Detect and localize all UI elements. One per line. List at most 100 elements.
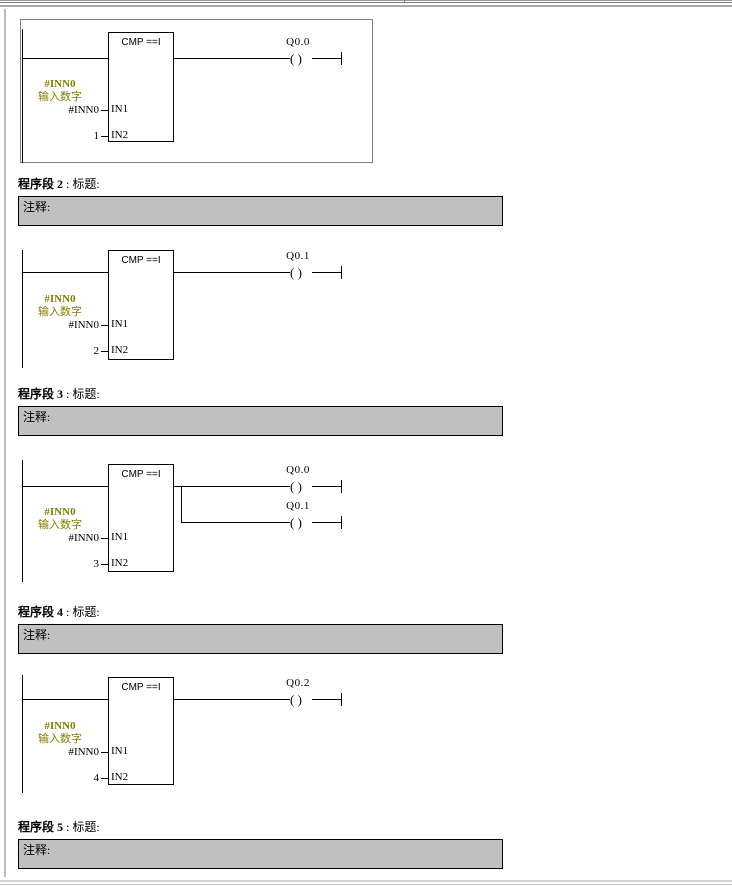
symbol-comment-line2: 输入数字	[38, 733, 82, 745]
network-4-comment-text: 注释:	[23, 628, 51, 642]
symbol-comment: #INN0 输入数字	[20, 506, 100, 532]
coil-address-q00[interactable]: Q0.0	[286, 464, 310, 476]
coil-address-q02[interactable]: Q0.2	[286, 677, 310, 689]
operand-in1[interactable]: #INN0	[68, 319, 99, 331]
coil-glyph-2[interactable]: ( )	[290, 515, 302, 530]
coil-glyph[interactable]: ( )	[290, 51, 302, 66]
network-3-title-text: : 标题:	[66, 387, 100, 401]
cmp-block[interactable]: CMP ==I	[108, 250, 174, 360]
power-rail	[22, 29, 23, 163]
symbol-comment: #INN0 输入数字	[20, 293, 100, 319]
cmp-block[interactable]: CMP ==I	[108, 32, 174, 142]
coil-glyph-1[interactable]: ( )	[290, 479, 302, 494]
coil-address-q01[interactable]: Q0.1	[286, 500, 310, 512]
rung-wire-after-coil-1	[312, 486, 341, 487]
coil-address-q01[interactable]: Q0.1	[286, 250, 310, 262]
symbol-comment-line1: #INN0	[44, 506, 76, 518]
rung-right-terminator-1	[341, 480, 342, 493]
symbol-comment-line2: 输入数字	[38, 306, 82, 318]
cmp-block-label: CMP ==I	[121, 255, 161, 266]
page-bottom-border-inner	[0, 884, 732, 885]
pin-stub-in1	[101, 752, 108, 753]
network-2-comment-bar[interactable]: 注释:	[18, 196, 503, 226]
network-3-comment-bar[interactable]: 注释:	[18, 406, 503, 436]
cmp-block[interactable]: CMP ==I	[108, 464, 174, 572]
operand-in1[interactable]: #INN0	[68, 532, 99, 544]
cmp-pin-in1: IN1	[111, 745, 129, 757]
rung-wire-after-coil	[312, 58, 341, 59]
cmp-block[interactable]: CMP ==I	[108, 677, 174, 785]
branch-vertical	[181, 486, 182, 522]
rung-wire-in	[22, 58, 108, 59]
toolbar-divider-top	[0, 0, 732, 1]
network-2-comment-text: 注释:	[23, 200, 51, 214]
rung-right-terminator	[341, 266, 342, 279]
rung-wire-after-coil-2	[312, 522, 341, 523]
network-2-prefix: 程序段	[18, 177, 55, 191]
rung-right-terminator	[341, 52, 342, 65]
page-bottom-border	[0, 880, 732, 882]
operand-in1[interactable]: #INN0	[68, 104, 99, 116]
cmp-pin-in1: IN1	[111, 318, 129, 330]
operand-in2[interactable]: 2	[93, 345, 100, 357]
operand-in2[interactable]: 4	[93, 772, 100, 784]
pin-stub-in2	[101, 778, 108, 779]
rung-wire-out-2	[181, 522, 290, 523]
rung-wire-out-1	[174, 486, 290, 487]
network-4-comment-bar[interactable]: 注释:	[18, 624, 503, 654]
cmp-pin-in1: IN1	[111, 103, 129, 115]
symbol-comment-line1: #INN0	[44, 293, 76, 305]
operand-in2[interactable]: 1	[93, 130, 100, 142]
pin-stub-in2	[101, 564, 108, 565]
cmp-pin-in2: IN2	[111, 557, 129, 569]
toolbar-divider-mid	[0, 2, 732, 3]
operand-in2[interactable]: 3	[93, 558, 100, 570]
network-5-comment-bar[interactable]: 注释:	[18, 839, 503, 869]
page-left-border-inner	[6, 9, 7, 877]
symbol-comment-line2: 输入数字	[38, 519, 82, 531]
rung-wire-after-coil	[312, 699, 341, 700]
network-5-title-text: : 标题:	[66, 820, 100, 834]
rung-wire-out	[174, 272, 290, 273]
power-rail	[22, 675, 23, 793]
pin-stub-in2	[101, 351, 108, 352]
page-left-border	[4, 9, 6, 877]
cmp-block-label: CMP ==I	[121, 682, 161, 693]
rung-wire-in	[22, 272, 108, 273]
window-toolbar-strip	[0, 0, 732, 9]
symbol-comment-line2: 输入数字	[38, 91, 82, 103]
cmp-pin-in2: IN2	[111, 129, 129, 141]
rung-wire-after-coil	[312, 272, 341, 273]
rung-wire-out	[174, 58, 290, 59]
network-5-number: 5	[57, 820, 64, 834]
coil-glyph[interactable]: ( )	[290, 692, 302, 707]
rung-wire-in	[22, 486, 108, 487]
pin-stub-in1	[101, 325, 108, 326]
network-4-prefix: 程序段	[18, 605, 55, 619]
operand-in1[interactable]: #INN0	[68, 746, 99, 758]
network-2-title-text: : 标题:	[66, 177, 100, 191]
rung-wire-in	[22, 699, 108, 700]
coil-address-q00[interactable]: Q0.0	[286, 36, 310, 48]
network-5-prefix: 程序段	[18, 820, 55, 834]
network-3-comment-text: 注释:	[23, 410, 51, 424]
network-5-comment-text: 注释:	[23, 843, 51, 857]
cmp-pin-in2: IN2	[111, 771, 129, 783]
pin-stub-in1	[101, 538, 108, 539]
power-rail	[22, 460, 23, 582]
power-rail	[22, 250, 23, 368]
network-3-prefix: 程序段	[18, 387, 55, 401]
rung-right-terminator	[341, 693, 342, 706]
cmp-pin-in2: IN2	[111, 344, 129, 356]
rung-selection-border	[20, 19, 373, 163]
symbol-comment: #INN0 输入数字	[20, 78, 100, 104]
pin-stub-in2	[101, 136, 108, 137]
symbol-comment-line1: #INN0	[44, 78, 76, 90]
network-2-number: 2	[57, 177, 64, 191]
coil-glyph[interactable]: ( )	[290, 265, 302, 280]
